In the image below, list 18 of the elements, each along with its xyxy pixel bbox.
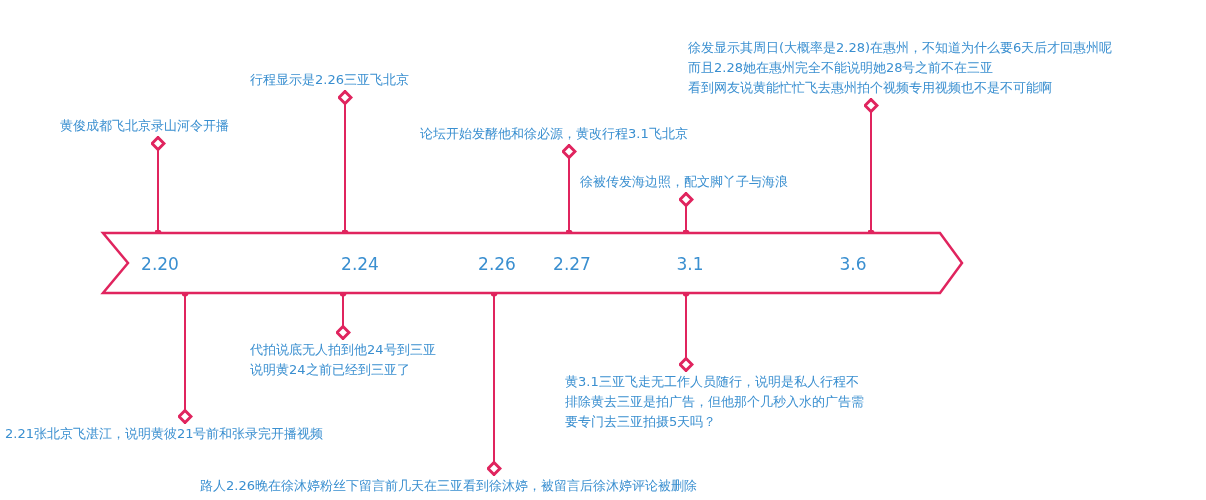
annotation-text: 徐被传发海边照，配文脚丫子与海浪 <box>580 173 789 191</box>
annotation-text: 看到网友说黄能忙忙飞去惠州拍个视频专用视频也不是不可能啊 <box>688 79 1053 97</box>
annotation-text: 徐发显示其周日(大概率是2.28)在惠州，不知道为什么要6天后才回惠州呢 <box>688 39 1114 57</box>
annotation-text: 2.21张北京飞湛江，说明黄彼21号前和张录完开播视频 <box>5 425 325 443</box>
annotation-text: 代拍说底无人拍到他24号到三亚 <box>250 341 437 359</box>
annotation-text: 论坛开始发酵他和徐必源，黄改行程3.1飞北京 <box>420 125 689 143</box>
annotation-text: 黄3.1三亚飞走无工作人员随行，说明是私人行程不排除黄去三亚是拍广告，但他那个几秒入水的广告需要专门去三亚拍摄5天吗？ <box>565 373 865 431</box>
annotation-text: 路人2.26晚在徐沐婷粉丝下留言前几天在三亚看到徐沐婷，被留言后徐沐婷评论被删除 <box>200 477 698 495</box>
annotation-text: 而且2.28她在惠州完全不能说明她28号之前不在三亚 <box>688 59 995 77</box>
date-label: 2.26 <box>478 253 516 276</box>
annotation-text: 行程显示是2.26三亚飞北京 <box>250 71 410 89</box>
date-label: 2.20 <box>141 253 179 276</box>
date-label: 2.27 <box>553 253 591 276</box>
date-label: 2.24 <box>341 253 379 276</box>
date-label: 3.1 <box>676 253 704 276</box>
annotation-text: 黄俊成都飞北京录山河令开播 <box>60 117 230 135</box>
annotation-text: 说明黄24之前已经到三亚了 <box>250 361 411 379</box>
date-label: 3.6 <box>839 253 867 276</box>
